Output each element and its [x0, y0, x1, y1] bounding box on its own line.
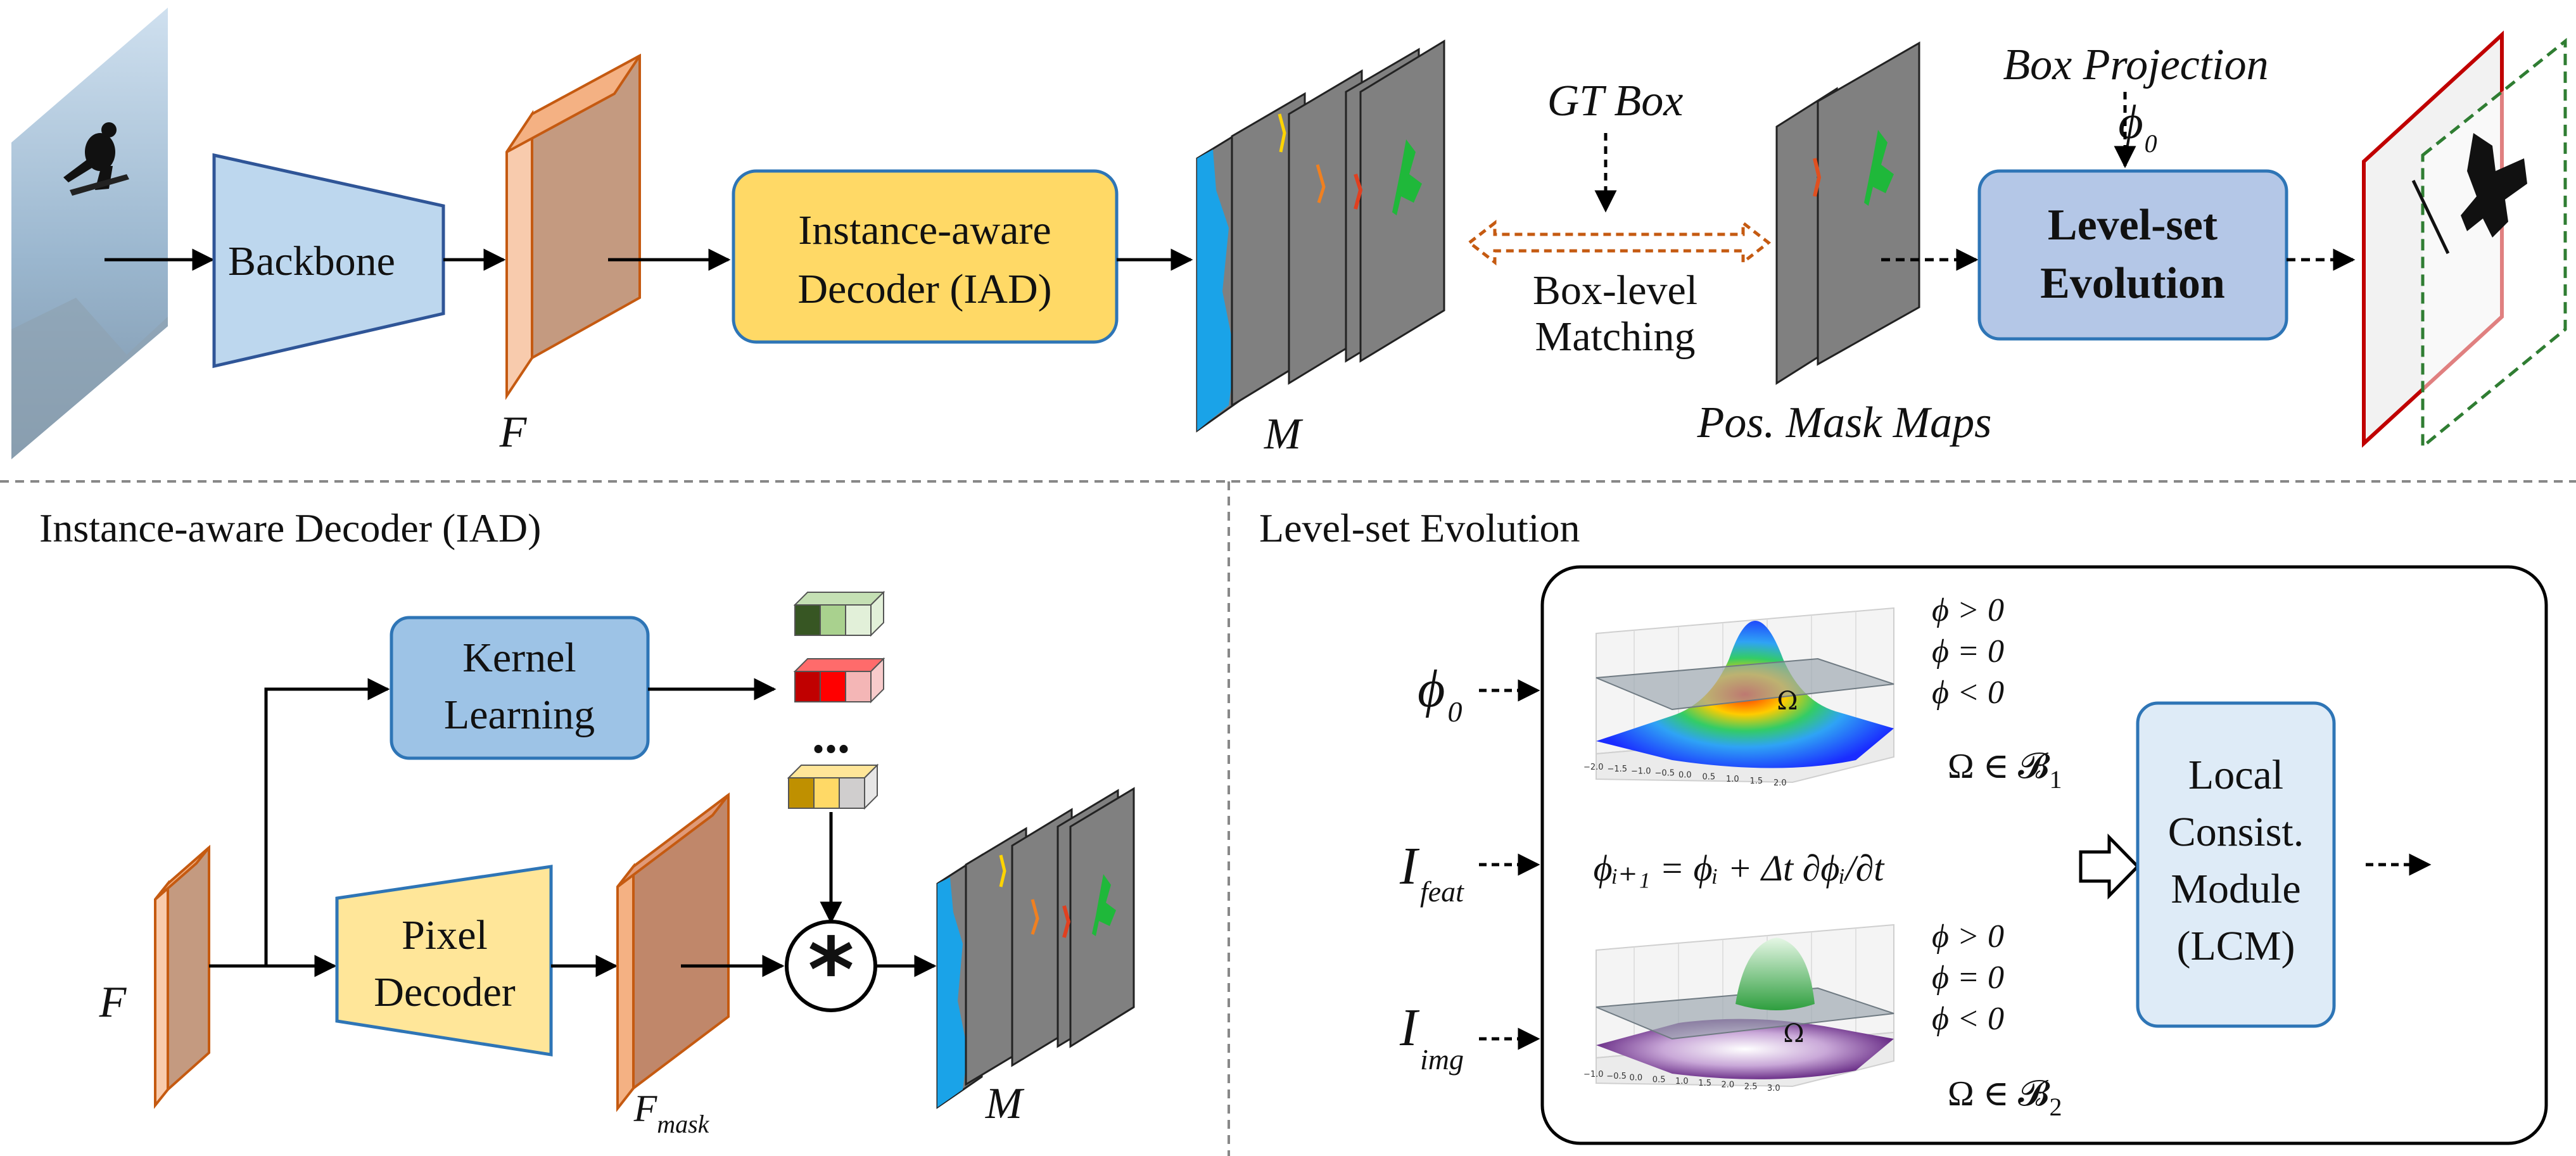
- levelset-section-title: Level-set Evolution: [1259, 505, 1580, 550]
- iad-label-line1: Instance-aware: [798, 207, 1051, 253]
- kernel-red: [793, 657, 885, 704]
- hollow-arrow-lcm: [2079, 833, 2140, 900]
- tick-label: 2.0: [1773, 778, 1787, 788]
- cond-positive-top: ϕ > 0: [1932, 592, 2004, 628]
- input-phi0: ϕ0: [1418, 659, 1462, 728]
- mask-person-icon: [1392, 139, 1422, 215]
- mask-person-icon: [1864, 130, 1894, 206]
- conditions-bottom: ϕ > 0 ϕ = 0 ϕ < 0: [1932, 918, 2004, 1037]
- tick-label: 1.5: [1698, 1079, 1711, 1088]
- kernel-label-line2: Learning: [444, 692, 595, 738]
- tick-label: 1.0: [1675, 1077, 1689, 1086]
- tick-label: −1.0: [1631, 766, 1651, 776]
- kernel-green: [793, 590, 885, 637]
- update-equation: ϕᵢ₊₁ = ϕᵢ + Δt ∂ϕᵢ/∂t: [1594, 848, 1886, 889]
- pixel-decoder-block: Pixel Decoder: [335, 865, 553, 1057]
- fmask-map: Fmask: [616, 792, 730, 1138]
- iad-block: Instance-aware Decoder (IAD): [732, 169, 1119, 344]
- tick-label: −0.5: [1655, 768, 1675, 778]
- snowboarder-icon: [2461, 133, 2527, 238]
- lcm-label-line2: Consist.: [2168, 809, 2304, 855]
- arrow-to-kernel: [264, 678, 390, 966]
- levelset-label-line2: Evolution: [2040, 259, 2225, 308]
- tick-label: 0.5: [1703, 773, 1716, 782]
- snowboarder-icon: [63, 122, 129, 196]
- convolution-operator: *: [785, 919, 877, 1022]
- gt-box-label: GT Box: [1547, 77, 1684, 125]
- iad-feature-map-f: F: [99, 844, 210, 1109]
- input-photo: [11, 8, 168, 459]
- mask-stack-bottom: M: [936, 787, 1135, 1128]
- lcm-label-line3: Module: [2171, 866, 2300, 912]
- cond-negative-top: ϕ < 0: [1932, 675, 2004, 711]
- matching-label-line2: Matching: [1535, 314, 1696, 360]
- box-level-matching-arrow: [1466, 219, 1772, 266]
- input-iimg: Iimg: [1399, 998, 1464, 1076]
- omega-top: Ω: [1777, 687, 1798, 716]
- mask-person-icon: [1092, 874, 1116, 936]
- iad-section-title: Instance-aware Decoder (IAD): [39, 505, 541, 550]
- kernel-label-line1: Kernel: [462, 635, 576, 681]
- cond-zero-bottom: ϕ = 0: [1932, 960, 2004, 996]
- tick-label: 0.5: [1653, 1075, 1666, 1084]
- output-mask: [2362, 30, 2567, 450]
- feature-label: F: [499, 408, 528, 457]
- masks-label: M: [1264, 410, 1304, 459]
- conv-symbol: *: [808, 919, 854, 1022]
- iad-feature-label: F: [99, 978, 127, 1027]
- tick-label: 2.5: [1744, 1082, 1758, 1091]
- pos-mask-maps-label: Pos. Mask Maps: [1697, 398, 1992, 447]
- box-projection-label: Box Projection: [2003, 41, 2268, 89]
- levelset-label-line1: Level-set: [2048, 201, 2218, 250]
- mask-stack-top: M: [1196, 39, 1445, 459]
- kernel-ellipsis: ...: [812, 708, 850, 764]
- tick-label: −0.5: [1606, 1072, 1627, 1081]
- matching-label-line1: Box-level: [1533, 267, 1697, 314]
- tick-label: 0.0: [1630, 1074, 1643, 1083]
- tick-label: −1.5: [1608, 765, 1628, 774]
- lcm-block: Local Consist. Module (LCM): [2136, 701, 2336, 1028]
- tick-label: 0.0: [1678, 771, 1692, 780]
- omega-bottom: Ω: [1783, 1019, 1804, 1048]
- pixel-label-line1: Pixel: [402, 912, 488, 958]
- tick-label: −1.0: [1583, 1070, 1604, 1079]
- tick-label: 2.0: [1722, 1081, 1735, 1090]
- iad-label-line2: Decoder (IAD): [797, 266, 1051, 312]
- lcm-label-line1: Local: [2188, 752, 2283, 798]
- input-ifeat: Ifeat: [1399, 837, 1464, 908]
- cond-zero-top: ϕ = 0: [1932, 633, 2004, 670]
- levelset-block: Level-set Evolution: [1977, 169, 2288, 341]
- iad-masks-label: M: [985, 1079, 1025, 1128]
- kernel-yellow: [787, 763, 879, 810]
- tick-label: 3.0: [1767, 1084, 1780, 1093]
- lcm-label-line4: (LCM): [2177, 923, 2295, 969]
- phi0-top: ϕ0: [2118, 96, 2157, 158]
- kernel-learning-block: Kernel Learning: [390, 616, 650, 760]
- cond-negative-bottom: ϕ < 0: [1932, 1001, 2004, 1037]
- backbone-block: Backbone: [212, 153, 445, 369]
- positive-mask-maps: [1775, 41, 1920, 385]
- pixel-label-line2: Decoder: [374, 969, 516, 1015]
- omega-b1: Ω ∈ 𝓑1: [1948, 747, 2062, 794]
- omega-b2: Ω ∈ 𝓑2: [1948, 1074, 2062, 1121]
- cond-positive-bottom: ϕ > 0: [1932, 918, 2004, 955]
- backbone-label: Backbone: [228, 238, 395, 284]
- tick-label: 1.0: [1726, 775, 1739, 784]
- tick-label: −2.0: [1583, 763, 1604, 772]
- feature-map-f: F: [499, 53, 641, 457]
- mask-layer: [1359, 39, 1445, 363]
- fmask-label: Fmask: [633, 1088, 710, 1138]
- tick-label: 1.5: [1750, 777, 1763, 786]
- conditions-top: ϕ > 0 ϕ = 0 ϕ < 0: [1932, 592, 2004, 711]
